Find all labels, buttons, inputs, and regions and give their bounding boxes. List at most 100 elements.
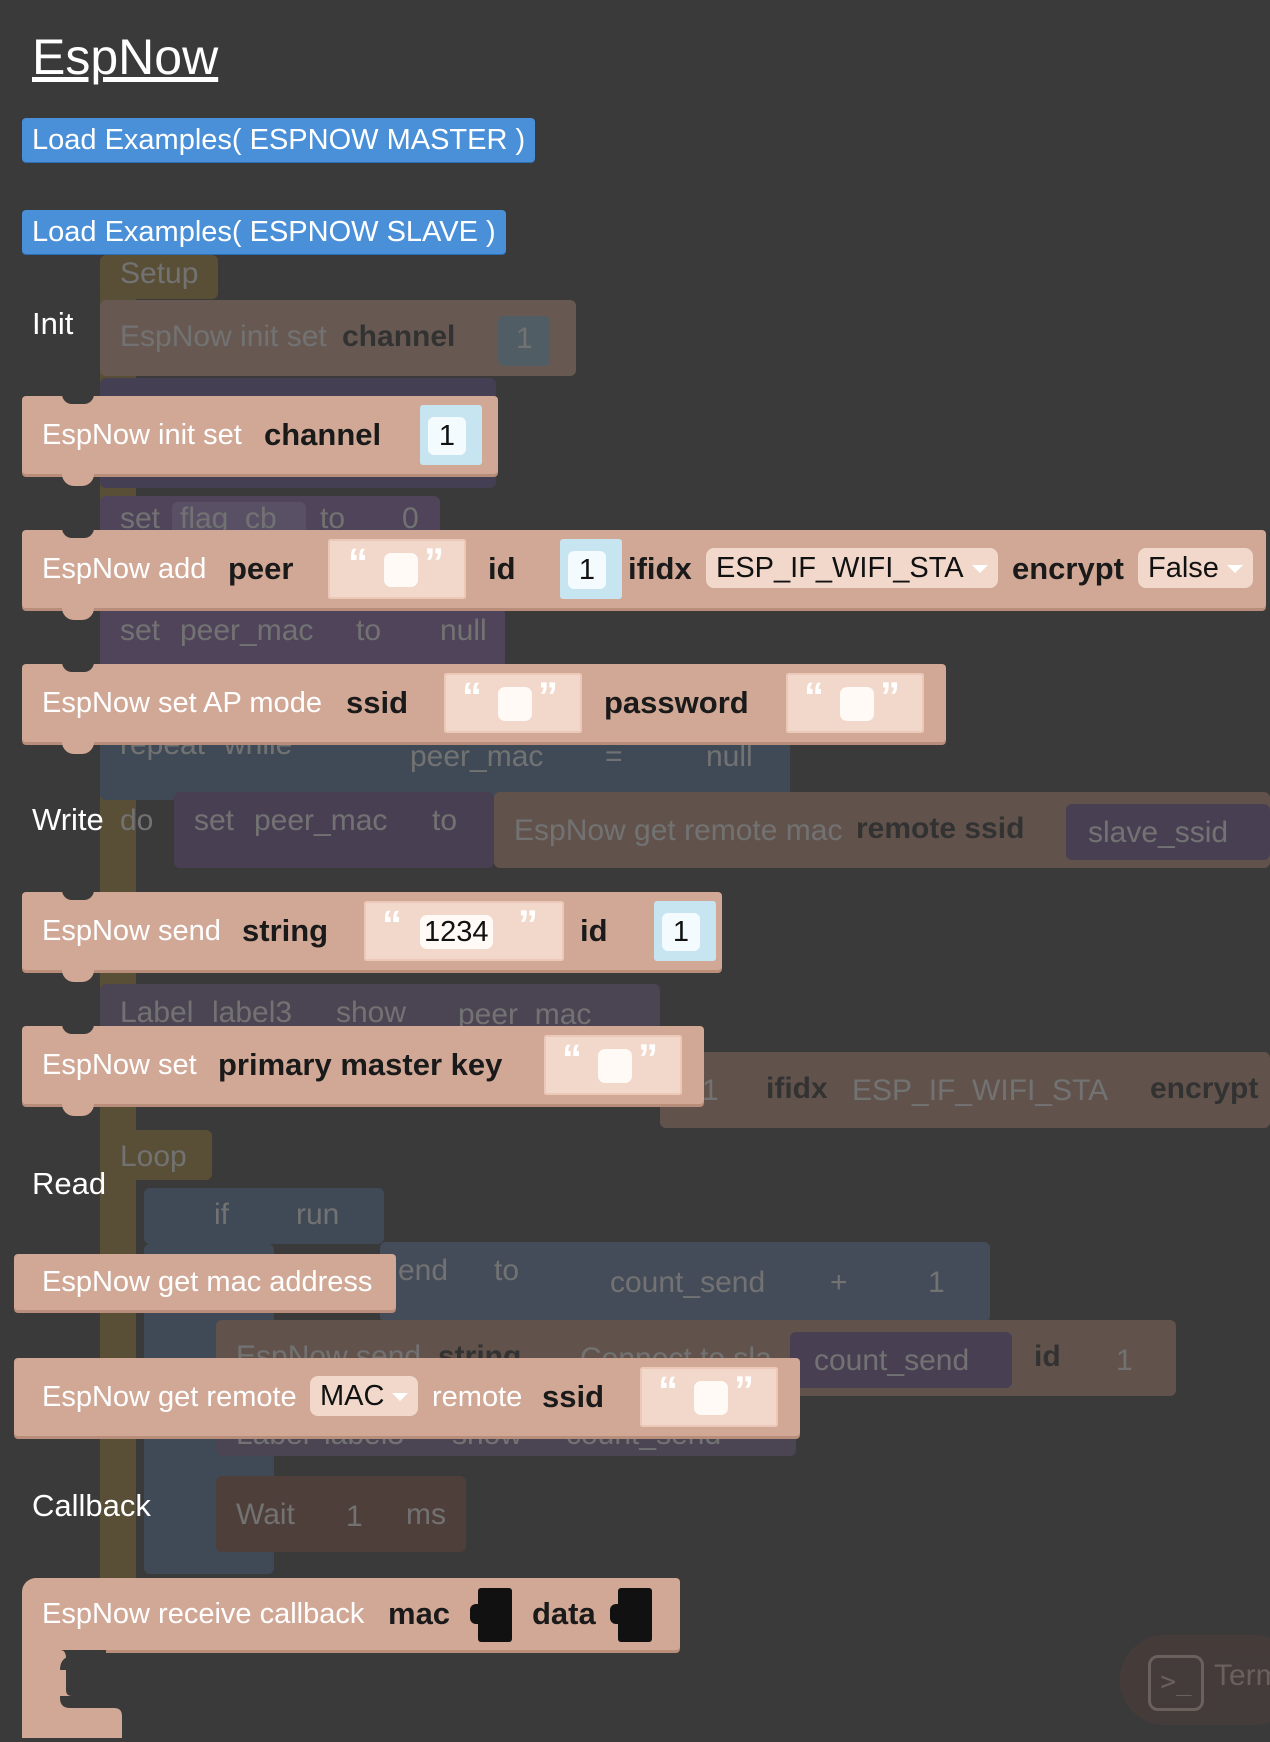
chevron-down-icon bbox=[392, 1393, 409, 1401]
mac-input-socket[interactable] bbox=[470, 1588, 512, 1642]
pmk-text-field[interactable]: “ ” bbox=[544, 1035, 682, 1095]
get-mac-label: EspNow get mac address bbox=[42, 1266, 373, 1298]
get-mac-address-block[interactable]: EspNow get mac address bbox=[14, 1254, 396, 1310]
get-remote-block[interactable]: EspNow get remote MAC remote ssid “ ” bbox=[14, 1358, 800, 1436]
remote-mode-dropdown[interactable]: MAC bbox=[310, 1376, 419, 1416]
ws-val1: 0 bbox=[402, 502, 419, 535]
close-quote-icon: ” bbox=[424, 541, 444, 585]
ws-set-peer-block[interactable] bbox=[100, 608, 505, 668]
data-input-socket[interactable] bbox=[610, 1588, 652, 1642]
pmk-label: EspNow set bbox=[42, 1049, 197, 1081]
remote-ssid-label: ssid bbox=[542, 1379, 605, 1414]
ws-encrypt: encrypt bbox=[1150, 1072, 1259, 1105]
set-pmk-block[interactable]: EspNow set primary master key “ ” bbox=[22, 1024, 704, 1116]
chevron-down-icon bbox=[971, 565, 988, 573]
ws-var1: flag_cb bbox=[180, 502, 277, 535]
terminal-label: Term bbox=[1214, 1659, 1270, 1692]
remote-ssid-value[interactable] bbox=[694, 1381, 728, 1415]
load-slave-example-button[interactable]: Load Examples( ESPNOW SLAVE ) bbox=[22, 210, 506, 254]
page-title: EspNow bbox=[32, 29, 219, 85]
data-label: data bbox=[532, 1596, 596, 1631]
ssid-value[interactable] bbox=[498, 687, 532, 721]
ws-set2: set bbox=[120, 614, 161, 647]
close-quote-icon: ” bbox=[518, 903, 538, 947]
channel-label: channel bbox=[264, 417, 382, 452]
peer-text-field[interactable]: “ ” bbox=[328, 539, 466, 599]
ws-cmp-val: null bbox=[706, 740, 753, 773]
ws-count-block[interactable] bbox=[380, 1242, 990, 1322]
ap-mode-block[interactable]: EspNow set AP mode ssid “ ” password “ ” bbox=[22, 662, 946, 754]
ws-val2: null bbox=[440, 614, 487, 647]
ws-init-block[interactable] bbox=[100, 300, 576, 376]
load-master-example-button[interactable]: Load Examples( ESPNOW MASTER ) bbox=[22, 118, 536, 162]
string-value[interactable]: 1234 bbox=[420, 915, 493, 949]
open-quote-icon: “ bbox=[658, 1369, 678, 1413]
block-notch bbox=[62, 890, 94, 900]
id-label: id bbox=[488, 551, 516, 586]
close-quote-icon: ” bbox=[880, 675, 900, 719]
ws-wait-block[interactable] bbox=[216, 1476, 466, 1552]
peer-value[interactable] bbox=[384, 553, 418, 587]
chevron-down-icon bbox=[1226, 565, 1243, 573]
ws-get-remote-block[interactable] bbox=[494, 792, 1270, 868]
send-id-label: id bbox=[580, 913, 608, 948]
add-peer-block[interactable]: EspNow add peer “ ” id 1 ifidx ESP_IF_WI… bbox=[22, 528, 1266, 620]
channel-number-field[interactable]: 1 bbox=[420, 405, 482, 465]
ws-cmp-op: = bbox=[605, 740, 623, 773]
ws-cmp-var: peer_mac bbox=[410, 740, 544, 773]
ws-set3-block[interactable] bbox=[174, 792, 494, 868]
pmk-param: primary master key bbox=[218, 1047, 503, 1082]
ws-add-peer-block[interactable] bbox=[660, 1052, 1270, 1128]
password-value[interactable] bbox=[840, 687, 874, 721]
id-number-field[interactable]: 1 bbox=[560, 539, 622, 599]
recv-cb-label: EspNow receive callback bbox=[42, 1598, 365, 1630]
ws-loop: Loop bbox=[120, 1140, 187, 1173]
ws-label-name: label3 bbox=[212, 996, 293, 1029]
channel-value[interactable]: 1 bbox=[428, 417, 466, 455]
ws-ifidx: ifidx bbox=[766, 1072, 828, 1105]
remote-ssid-text-field[interactable]: “ ” bbox=[640, 1367, 778, 1427]
ws-set3: set bbox=[194, 804, 235, 837]
ws-slave-ssid-block[interactable] bbox=[1066, 804, 1270, 860]
ws-to2: to bbox=[356, 614, 382, 647]
ifidx-dropdown[interactable]: ESP_IF_WIFI_STA bbox=[706, 548, 998, 588]
ws-to4: to bbox=[494, 1254, 520, 1287]
pmk-value[interactable] bbox=[598, 1049, 632, 1083]
send-id-number-field[interactable]: 1 bbox=[654, 901, 716, 961]
ifidx-value: ESP_IF_WIFI_STA bbox=[716, 552, 964, 584]
block-tab bbox=[62, 742, 94, 754]
ws-show-var: peer_mac bbox=[458, 998, 592, 1031]
open-quote-icon: “ bbox=[804, 675, 824, 719]
send-string-block[interactable]: EspNow send string “ 1234 ” id 1 bbox=[22, 890, 722, 982]
encrypt-dropdown[interactable]: False bbox=[1138, 548, 1253, 588]
get-remote-label: EspNow get remote bbox=[42, 1381, 297, 1413]
ws-loop-hat[interactable] bbox=[100, 1130, 212, 1180]
password-text-field[interactable]: “ ” bbox=[786, 673, 924, 733]
block-notch bbox=[62, 1024, 94, 1034]
id-value[interactable]: 1 bbox=[568, 551, 606, 589]
peer-label: peer bbox=[228, 551, 294, 586]
ws-label-kw: Label bbox=[120, 996, 194, 1029]
add-peer-label: EspNow add bbox=[42, 553, 207, 585]
open-quote-icon: “ bbox=[562, 1037, 582, 1081]
ws-init-value-field[interactable] bbox=[498, 316, 550, 366]
ws-slave-ssid: slave_ssid bbox=[1088, 816, 1229, 849]
receive-callback-block[interactable]: EspNow receive callback mac data bbox=[22, 1578, 680, 1650]
ws-if-block[interactable] bbox=[144, 1188, 384, 1244]
ws-set1: set bbox=[120, 502, 161, 535]
callback-statement-mouth[interactable] bbox=[20, 1650, 140, 1740]
ws-count-send2-block[interactable] bbox=[790, 1332, 1012, 1388]
ws-init-param: channel bbox=[342, 320, 456, 353]
ws-wait: Wait bbox=[236, 1498, 295, 1531]
string-label: string bbox=[242, 913, 329, 948]
open-quote-icon: “ bbox=[382, 903, 402, 947]
terminal-button[interactable]: >_ Term bbox=[1120, 1635, 1270, 1725]
ws-setup-hat[interactable] bbox=[100, 255, 218, 299]
ssid-text-field[interactable]: “ ” bbox=[444, 673, 582, 733]
send-id-value[interactable]: 1 bbox=[662, 913, 700, 951]
string-text-field[interactable]: “ 1234 ” bbox=[364, 901, 564, 961]
remote-mode-value: MAC bbox=[320, 1380, 385, 1412]
terminal-icon: >_ bbox=[1148, 1655, 1204, 1711]
init-channel-block[interactable]: EspNow init set channel 1 bbox=[22, 394, 498, 486]
